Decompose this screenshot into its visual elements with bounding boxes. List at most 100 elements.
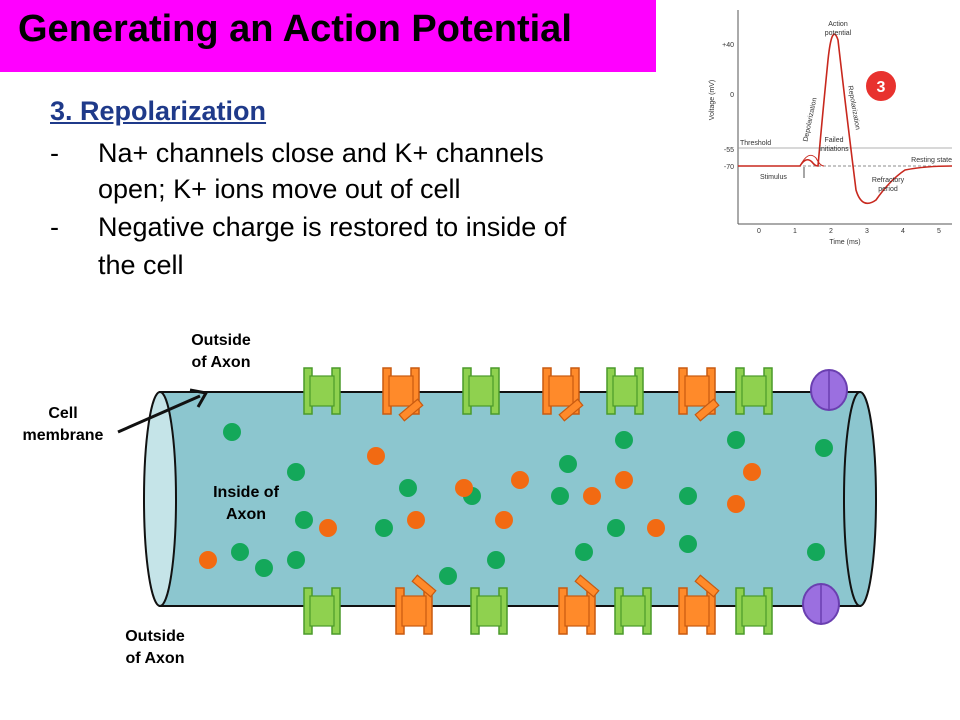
step-badge bbox=[864, 69, 898, 103]
sodium-ion bbox=[727, 495, 745, 513]
ion-pump bbox=[802, 583, 840, 625]
potassium-ion bbox=[287, 463, 305, 481]
sodium-ion bbox=[367, 447, 385, 465]
sodium-channel bbox=[678, 367, 720, 422]
potassium-ion bbox=[255, 559, 273, 577]
graph-xtick: 0 bbox=[757, 228, 761, 235]
potassium-ion bbox=[559, 455, 577, 473]
sodium-channel bbox=[382, 367, 424, 422]
sodium-ion bbox=[615, 471, 633, 489]
failed-initiation-curve bbox=[799, 154, 825, 167]
bullet-marker-1: - bbox=[50, 138, 59, 168]
section-heading: 3. Repolarization bbox=[50, 96, 267, 126]
channels-layer bbox=[303, 367, 848, 635]
label-inside: Inside of Axon bbox=[196, 482, 296, 526]
annotation-action-potential: Action bbox=[828, 21, 848, 28]
sodium-channel bbox=[558, 574, 600, 635]
potassium-ion bbox=[487, 551, 505, 569]
potassium-channel bbox=[462, 367, 500, 415]
sodium-channel bbox=[395, 574, 437, 635]
potassium-ion bbox=[679, 535, 697, 553]
annotation-failed: Failed bbox=[824, 137, 843, 144]
annotation-refractory: period bbox=[878, 186, 898, 193]
step-badge-number: 3 bbox=[877, 79, 886, 96]
graph-ylabel: Voltage (mV) bbox=[709, 80, 716, 120]
potassium-channel bbox=[614, 587, 652, 635]
graph-xtick: 1 bbox=[793, 228, 797, 235]
bullet-marker-2: - bbox=[50, 212, 59, 242]
sodium-ion bbox=[495, 511, 513, 529]
membrane-pointer-arrowhead bbox=[189, 388, 209, 408]
label-outside-bottom-line: of Axon bbox=[125, 650, 185, 667]
potassium-ion bbox=[439, 567, 457, 585]
sodium-ion bbox=[407, 511, 425, 529]
graph-xlabel: Time (ms) bbox=[829, 239, 860, 246]
potassium-channel bbox=[606, 367, 644, 415]
action-potential-graph: +40 0 -55 -70 0 1 2 3 4 5 Time (ms) Volt… bbox=[709, 10, 953, 246]
sodium-ion bbox=[319, 519, 337, 537]
graph-ytick: -55 bbox=[724, 147, 734, 154]
ion-pump bbox=[810, 369, 848, 411]
graph-xtick: 2 bbox=[829, 228, 833, 235]
slide-title: Generating an Action Potential bbox=[18, 8, 572, 50]
potassium-ion bbox=[575, 543, 593, 561]
potassium-ion bbox=[287, 551, 305, 569]
ions-layer bbox=[199, 423, 833, 585]
sodium-ion bbox=[743, 463, 761, 481]
annotation-depolarization: Depolarization bbox=[802, 97, 818, 142]
label-cell-membrane-line: membrane bbox=[22, 427, 104, 444]
label-outside-top-line: of Axon bbox=[191, 354, 251, 371]
graph-xtick: 5 bbox=[937, 228, 941, 235]
annotation-refractory: Refractory bbox=[872, 177, 905, 184]
potassium-channel bbox=[735, 367, 773, 415]
action-potential-curve bbox=[738, 33, 953, 205]
label-inside-line: Inside of bbox=[213, 484, 279, 501]
label-outside-bottom: Outside of Axon bbox=[110, 626, 200, 670]
annotation-stimulus: Stimulus bbox=[760, 174, 787, 181]
potassium-channel bbox=[735, 587, 773, 635]
potassium-ion bbox=[679, 487, 697, 505]
potassium-ion bbox=[551, 487, 569, 505]
graph-ytick: -70 bbox=[724, 164, 734, 171]
annotation-failed: initiations bbox=[819, 146, 849, 153]
sodium-channel bbox=[678, 574, 720, 635]
potassium-ion bbox=[815, 439, 833, 457]
label-cell-membrane-line: Cell bbox=[48, 405, 78, 422]
annotation-threshold: Threshold bbox=[740, 140, 771, 147]
sodium-ion bbox=[455, 479, 473, 497]
potassium-ion bbox=[607, 519, 625, 537]
potassium-ion bbox=[399, 479, 417, 497]
graph-xtick: 3 bbox=[865, 228, 869, 235]
potassium-ion bbox=[231, 543, 249, 561]
potassium-ion bbox=[615, 431, 633, 449]
label-cell-membrane: Cell membrane bbox=[8, 403, 118, 447]
axon-diagram bbox=[117, 367, 877, 635]
label-inside-line: Axon bbox=[226, 506, 266, 523]
potassium-channel bbox=[303, 587, 341, 635]
graph-xtick: 4 bbox=[901, 228, 905, 235]
potassium-ion bbox=[295, 511, 313, 529]
sodium-ion bbox=[511, 471, 529, 489]
potassium-ion bbox=[807, 543, 825, 561]
title-bar: Generating an Action Potential bbox=[0, 0, 656, 72]
potassium-channel bbox=[470, 587, 508, 635]
potassium-channel bbox=[303, 367, 341, 415]
bullet-1-line-2: open; K+ ions move out of cell bbox=[98, 174, 461, 204]
axon-end-left bbox=[143, 391, 177, 607]
bullet-1-line-1: Na+ channels close and K+ channels bbox=[98, 138, 544, 168]
graph-ytick: +40 bbox=[722, 42, 734, 49]
label-outside-top: Outside of Axon bbox=[176, 330, 266, 374]
sodium-ion bbox=[647, 519, 665, 537]
annotation-action-potential: potential bbox=[825, 30, 852, 37]
potassium-ion bbox=[375, 519, 393, 537]
bullet-2-line-2: the cell bbox=[98, 250, 184, 280]
sodium-channel bbox=[542, 367, 584, 422]
sodium-ion bbox=[199, 551, 217, 569]
membrane-pointer-arrow bbox=[117, 394, 201, 434]
annotation-resting: Resting state bbox=[911, 157, 952, 164]
label-outside-top-line: Outside bbox=[191, 332, 251, 349]
axon-end-right bbox=[843, 391, 877, 607]
sodium-ion bbox=[583, 487, 601, 505]
potassium-ion bbox=[727, 431, 745, 449]
graph-ytick: 0 bbox=[730, 92, 734, 99]
